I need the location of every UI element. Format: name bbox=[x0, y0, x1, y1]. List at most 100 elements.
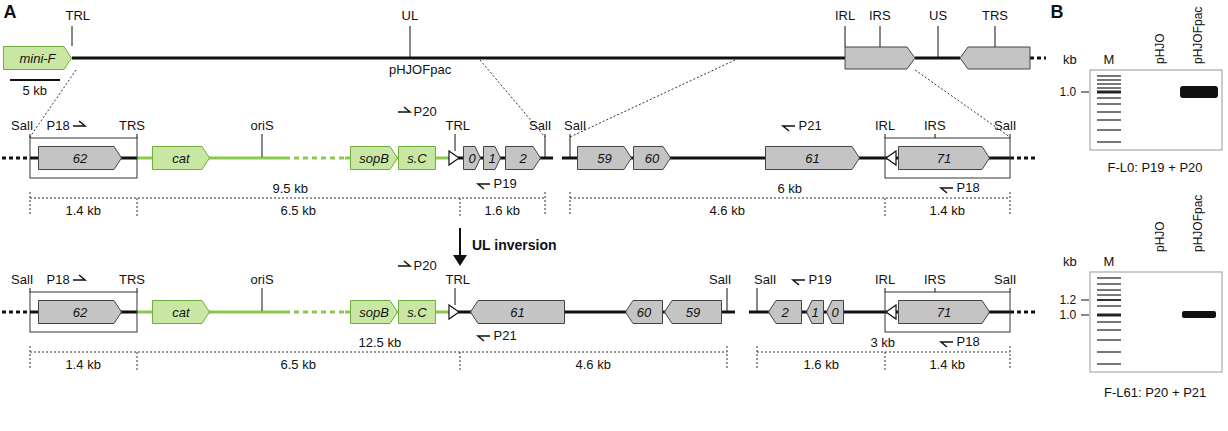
label-tick bbox=[935, 288, 936, 292]
size-label: 1.0 bbox=[1060, 85, 1077, 100]
lane-label: pHJO bbox=[1153, 221, 1168, 252]
gel-frame bbox=[1090, 70, 1222, 150]
label-tick bbox=[30, 134, 31, 138]
label-tick bbox=[935, 134, 936, 138]
label-tick bbox=[262, 134, 263, 157]
gene-shape bbox=[665, 301, 722, 324]
map-label: UL bbox=[402, 8, 419, 23]
label-tick bbox=[455, 288, 456, 305]
panel-letter: A bbox=[4, 2, 17, 22]
gene-shape bbox=[899, 301, 990, 324]
gene-name: sopB bbox=[359, 306, 389, 319]
map-label: kb bbox=[1063, 254, 1077, 269]
gel-ladder bbox=[1097, 329, 1121, 331]
size-label: 1.0 bbox=[1060, 308, 1077, 323]
gene-name: 59 bbox=[686, 306, 700, 319]
primer-arrow bbox=[73, 107, 953, 193]
primer-arrow bbox=[73, 121, 85, 126]
gene-shape bbox=[153, 147, 210, 170]
dimension-line bbox=[30, 352, 727, 353]
dimension-line bbox=[757, 352, 1010, 353]
gene-shape bbox=[153, 301, 210, 324]
primer-arrow bbox=[941, 342, 953, 347]
gene-box: sopB bbox=[350, 146, 398, 170]
gene-shape bbox=[899, 147, 990, 170]
label-tick bbox=[30, 288, 31, 292]
gene-name: 71 bbox=[937, 306, 951, 319]
zoom-line bbox=[30, 60, 1010, 137]
gel-ladder bbox=[1097, 351, 1121, 353]
gene-name: 61 bbox=[805, 152, 819, 165]
primer-arrow bbox=[793, 280, 805, 285]
map-label: 4.6 kb bbox=[710, 203, 745, 218]
map-label: P20 bbox=[414, 258, 437, 273]
gene-shape bbox=[39, 301, 122, 324]
genome-line bbox=[2, 157, 30, 160]
gene-shape bbox=[399, 301, 436, 324]
label-tick bbox=[455, 134, 456, 151]
gene-shape bbox=[807, 301, 824, 324]
genome-line bbox=[1010, 311, 1036, 314]
map-label: P18 bbox=[47, 272, 70, 287]
dimension-line bbox=[570, 192, 571, 216]
dimension-line bbox=[30, 346, 1010, 370]
dimension-line bbox=[885, 198, 886, 216]
gel-band bbox=[1180, 86, 1218, 98]
gel-ladder bbox=[1097, 294, 1121, 296]
repeat-bracket bbox=[30, 138, 1010, 178]
gene-box: mini-F bbox=[3, 46, 72, 70]
map-label: TRL bbox=[66, 8, 91, 23]
map-label: SalI bbox=[529, 118, 551, 133]
dimension-line bbox=[460, 352, 461, 370]
gene-box: sopB bbox=[350, 300, 398, 324]
label-tick bbox=[262, 288, 263, 311]
map-label: 6 kb bbox=[778, 181, 803, 196]
map-label: 1.4 kb bbox=[66, 203, 101, 218]
map-label: 9.5 kb bbox=[273, 181, 308, 196]
map-label: IRS bbox=[924, 118, 946, 133]
map-label: SalI bbox=[709, 272, 731, 287]
dimension-line bbox=[1010, 346, 1011, 370]
gene-box: 62 bbox=[38, 146, 122, 170]
gel-ladder bbox=[1097, 314, 1121, 317]
label-tick bbox=[72, 26, 995, 57]
label-tick bbox=[1010, 134, 1011, 138]
map-label: IRL bbox=[875, 118, 895, 133]
label-tick bbox=[885, 288, 886, 292]
label-tick bbox=[938, 26, 939, 57]
lane-label: pHJO bbox=[1153, 33, 1168, 64]
scale-bar bbox=[10, 79, 60, 81]
dimension-line bbox=[727, 346, 728, 370]
gene-shape bbox=[766, 147, 860, 170]
gel-ladder bbox=[1097, 299, 1121, 301]
map-label: P21 bbox=[494, 328, 517, 343]
genome-line bbox=[72, 57, 845, 60]
gene-name: 71 bbox=[937, 152, 951, 165]
map-label: SalI bbox=[11, 272, 33, 287]
primer-arrow bbox=[398, 261, 410, 266]
label-tick bbox=[880, 26, 881, 47]
gene-shape bbox=[484, 147, 501, 170]
map-label: M bbox=[1104, 52, 1115, 67]
dimension-line bbox=[757, 346, 758, 370]
dimension-line bbox=[1010, 192, 1011, 216]
dimension-line bbox=[30, 198, 545, 199]
primer-arrow bbox=[478, 336, 490, 341]
gene-box: 2 bbox=[505, 146, 541, 170]
size-tick bbox=[1081, 92, 1089, 93]
gel-band bbox=[1180, 86, 1218, 318]
map-label: P19 bbox=[809, 272, 832, 287]
process-arrow bbox=[453, 228, 467, 266]
gene-box: 0 bbox=[463, 146, 481, 170]
size-tick bbox=[1081, 300, 1089, 301]
primer-arrow bbox=[783, 126, 795, 131]
map-label: IRL bbox=[875, 272, 895, 287]
label-tick bbox=[410, 26, 411, 57]
map-label: 12.5 kb bbox=[359, 335, 402, 350]
primer-arrow bbox=[73, 275, 85, 280]
gene-name: 62 bbox=[73, 306, 87, 319]
map-label: SalI bbox=[994, 272, 1016, 287]
gene-box: s.C bbox=[398, 300, 436, 324]
label-tick bbox=[72, 26, 73, 46]
label-tick bbox=[995, 26, 996, 47]
